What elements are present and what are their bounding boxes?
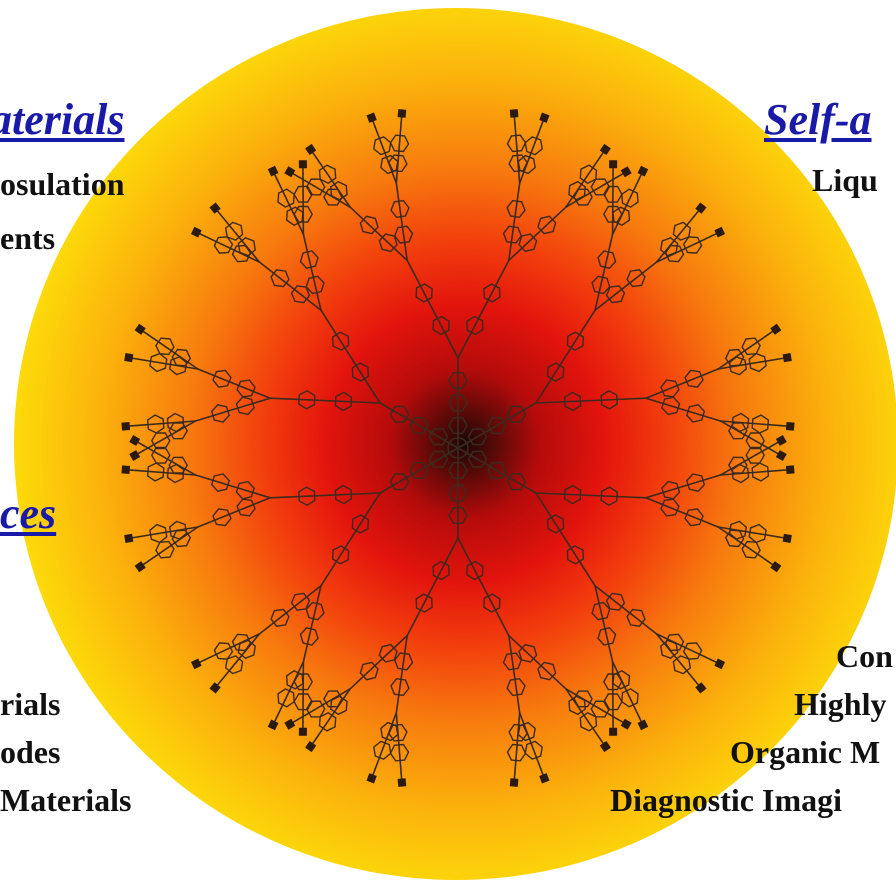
label-diodes: odes bbox=[0, 734, 61, 770]
heading-devices: ces bbox=[0, 489, 57, 538]
label-diagnostic: Diagnostic Imagi bbox=[610, 782, 842, 818]
label-encapsulation: osulation bbox=[0, 166, 125, 202]
heading-materials: aterials bbox=[0, 95, 125, 144]
label-materials-1: rials bbox=[0, 686, 61, 722]
label-agents: ents bbox=[0, 220, 56, 256]
label-highly: Highly bbox=[794, 686, 887, 722]
label-liquid: Liqu bbox=[812, 162, 878, 198]
gradient-disc bbox=[14, 8, 896, 880]
label-organic: Organic M bbox=[730, 734, 881, 770]
heading-self-assembly: Self-a bbox=[764, 95, 872, 144]
label-con: Con bbox=[836, 638, 893, 674]
label-materials-2: Materials bbox=[0, 782, 132, 818]
